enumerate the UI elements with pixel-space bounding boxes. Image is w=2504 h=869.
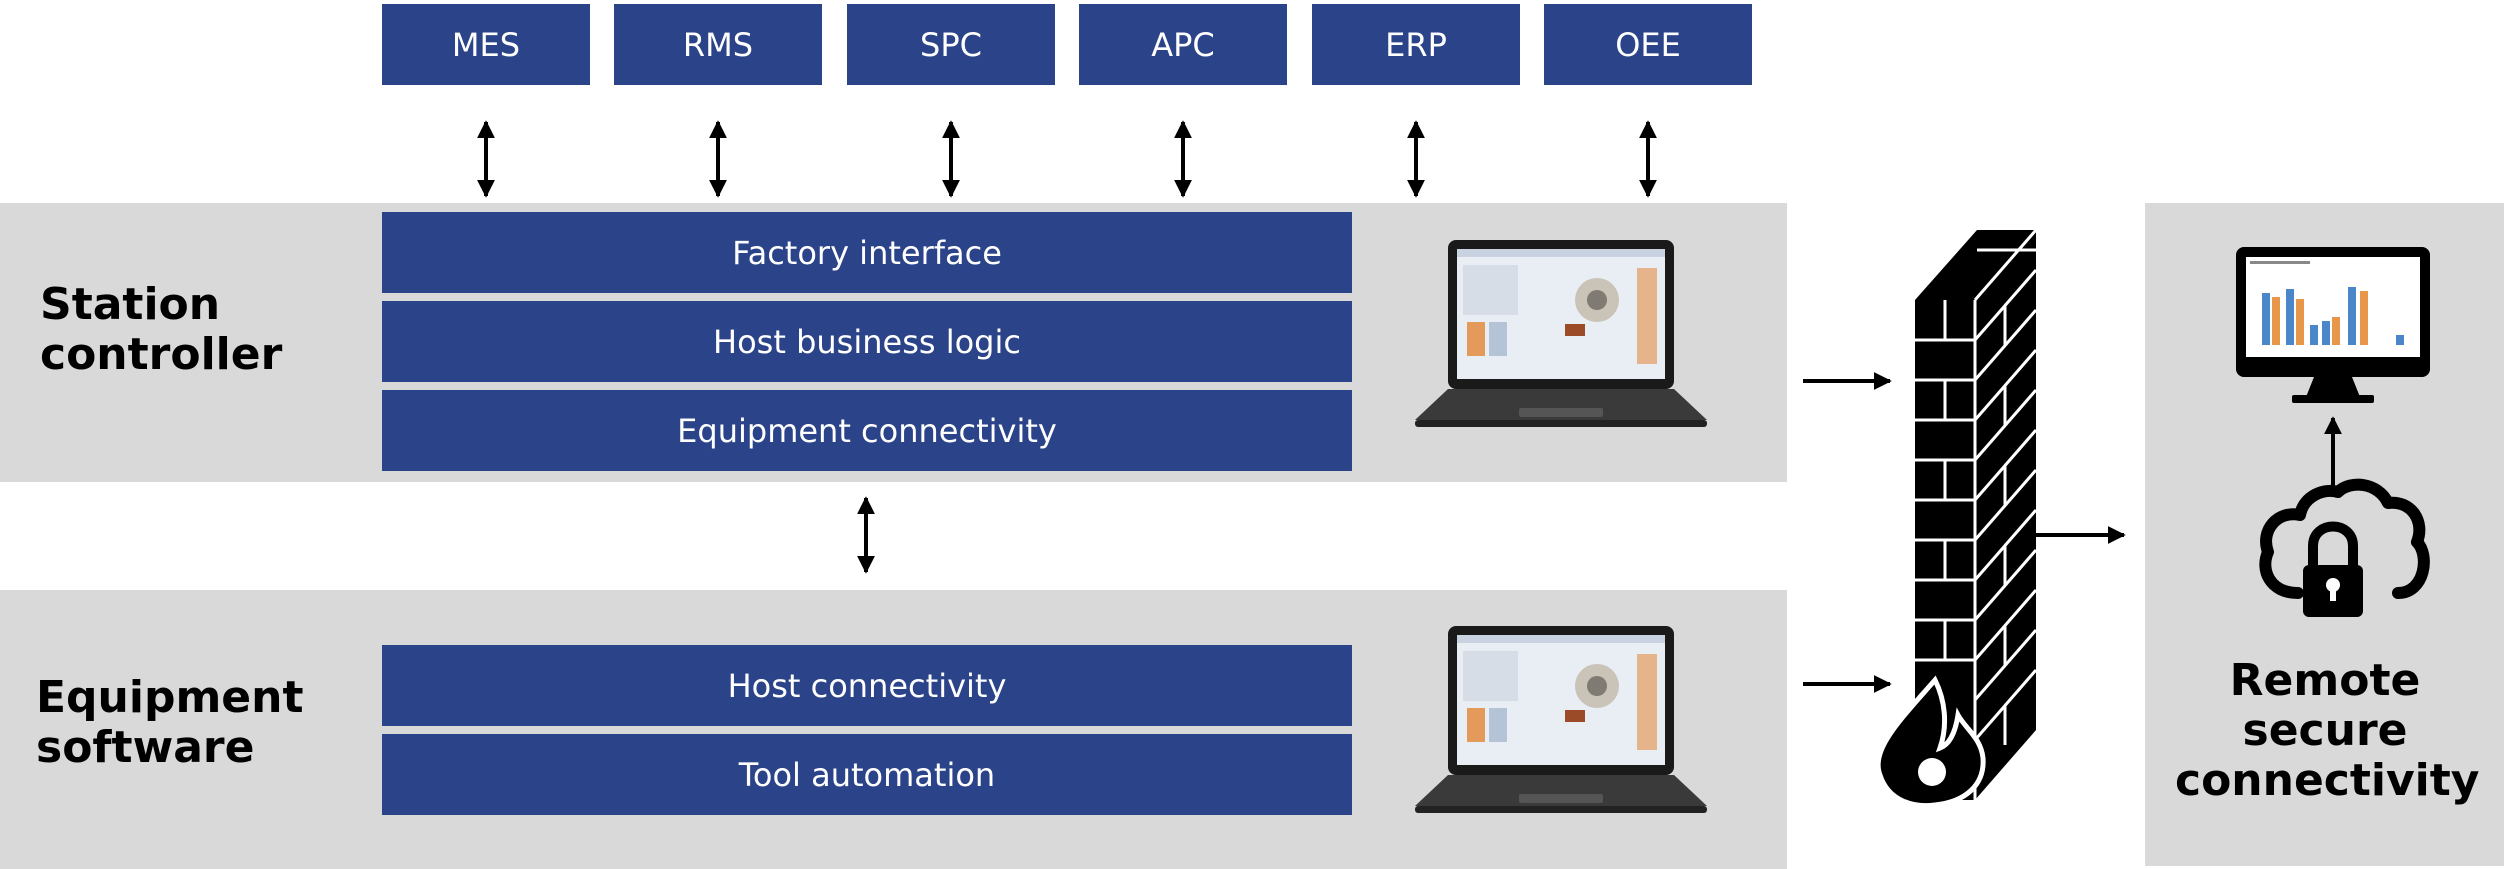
host-connectivity-box: Host connectivity (382, 645, 1352, 726)
equipment-connectivity-box: Equipment connectivity (382, 390, 1352, 471)
spc-box: SPC (847, 4, 1055, 85)
spc-label: SPC (920, 25, 982, 64)
monitor-icon (2236, 247, 2430, 403)
factory-interface-box: Factory interface (382, 212, 1352, 293)
equipment-connectivity-label: Equipment connectivity (677, 411, 1057, 450)
host-business-logic-box: Host business logic (382, 301, 1352, 382)
laptop-icon (1415, 626, 1707, 813)
tool-automation-label: Tool automation (738, 755, 996, 794)
flame-icon (1875, 675, 1986, 809)
factory-interface-label: Factory interface (732, 233, 1002, 272)
equipment-software-title: Equipment software (36, 672, 304, 773)
oee-box: OEE (1544, 4, 1752, 85)
rms-label: RMS (682, 25, 754, 64)
firewall-icon (1915, 229, 2038, 800)
rms-box: RMS (614, 4, 822, 85)
station-controller-title: Station controller (40, 279, 283, 380)
mes-label: MES (451, 25, 521, 64)
laptop-icon (1415, 240, 1707, 427)
apc-label: APC (1151, 25, 1215, 64)
remote-connectivity-title: Remote secure connectivity (2175, 655, 2480, 806)
oee-label: OEE (1615, 25, 1681, 64)
mes-box: MES (382, 4, 590, 85)
tool-automation-box: Tool automation (382, 734, 1352, 815)
host-connectivity-label: Host connectivity (727, 666, 1007, 705)
top-double-arrows (477, 120, 2342, 693)
erp-label: ERP (1385, 25, 1447, 64)
cloud-lock-icon (2259, 478, 2430, 617)
host-business-logic-label: Host business logic (713, 322, 1021, 361)
apc-box: APC (1079, 4, 1287, 85)
erp-box: ERP (1312, 4, 1520, 85)
